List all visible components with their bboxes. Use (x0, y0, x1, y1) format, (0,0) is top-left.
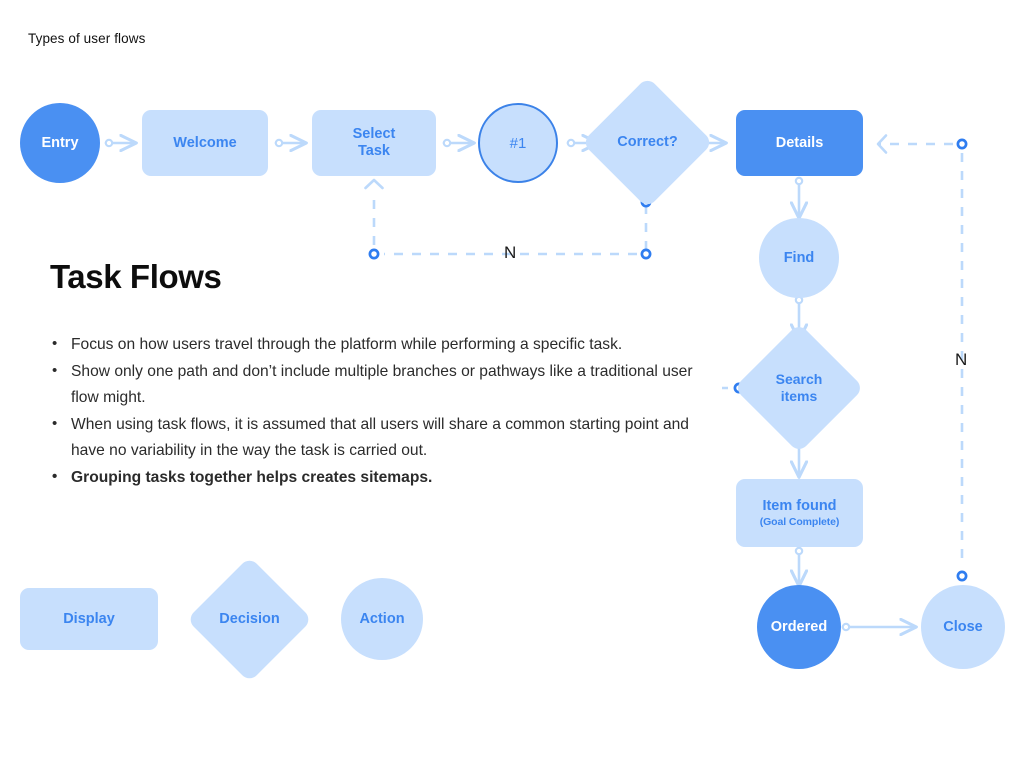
flow-node-select-task-line1: Select (352, 125, 396, 142)
bullet-text-3: Grouping tasks together helps creates si… (71, 468, 433, 486)
flow-node-find[interactable]: Find (759, 218, 839, 298)
branch-label-no-horizontal: N (504, 243, 517, 262)
legend-item-display: Display (20, 588, 158, 650)
flow-node-item-found[interactable]: Item found (Goal Complete) (736, 479, 863, 547)
flow-node-correct-label: Correct? (617, 133, 678, 150)
list-item: When using task flows, it is assumed tha… (50, 411, 722, 465)
bullet-list: Focus on how users travel through the pl… (50, 331, 722, 492)
flow-node-entry-label: Entry (41, 135, 79, 151)
flow-node-welcome-label: Welcome (173, 135, 237, 151)
bullet-text-0: Focus on how users travel through the pl… (71, 336, 623, 353)
flow-node-item-found-label: Item found (Goal Complete) (760, 498, 840, 528)
bullet-text-1: Show only one path and don’t include mul… (71, 362, 693, 407)
flow-node-select-task-label: Select Task (353, 126, 396, 160)
flow-node-close[interactable]: Close (921, 585, 1005, 669)
flow-node-search-items-label: Search items (753, 342, 845, 434)
legend-item-action: Action (341, 578, 423, 660)
flow-node-search-items-line1: Search (775, 371, 823, 388)
legend-label-action: Action (359, 611, 405, 627)
flow-node-entry[interactable]: Entry (20, 103, 100, 183)
bullet-text-2: When using task flows, it is assumed tha… (71, 415, 689, 460)
flow-node-item-found-subtitle: (Goal Complete) (759, 515, 840, 528)
page-title: Task Flows (50, 258, 222, 295)
flow-node-ordered[interactable]: Ordered (757, 585, 841, 669)
flow-node-ordered-label: Ordered (770, 619, 828, 635)
legend-label-display: Display (63, 611, 115, 627)
list-item: Show only one path and don’t include mul… (50, 358, 722, 412)
flow-node-find-label: Find (783, 250, 815, 266)
flow-node-step-one-label: #1 (509, 134, 527, 152)
flow-node-close-label: Close (943, 619, 983, 635)
flow-node-details-label: Details (775, 135, 824, 151)
list-item: Grouping tasks together helps creates si… (50, 464, 722, 492)
list-item: Focus on how users travel through the pl… (50, 331, 722, 359)
flow-node-select-task[interactable]: Select Task (312, 110, 436, 176)
flow-node-correct-decision[interactable]: Correct? (581, 76, 714, 209)
flow-node-item-found-title: Item found (762, 497, 837, 514)
branch-label-no-vertical: N (955, 350, 968, 369)
flow-node-search-items-decision[interactable]: Search items (733, 322, 865, 454)
legend-item-decision: Decision (186, 556, 313, 683)
flow-node-welcome[interactable]: Welcome (142, 110, 268, 176)
flow-node-select-task-line2: Task (358, 143, 390, 159)
flow-node-search-items-line2: items (780, 388, 818, 404)
slide-kicker: Types of user flows (28, 31, 146, 46)
flow-node-step-one[interactable]: #1 (478, 103, 558, 183)
flow-node-details[interactable]: Details (736, 110, 863, 176)
legend-label-decision: Decision (219, 610, 280, 627)
